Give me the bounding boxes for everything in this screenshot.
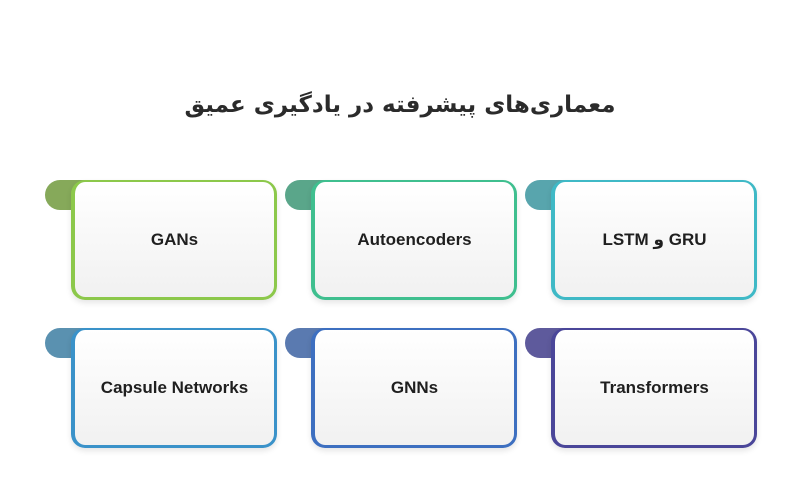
card-label: Autoencoders	[357, 229, 472, 249]
card-label: GANs	[150, 229, 199, 249]
diagram-title: معماری‌های پیشرفته در یادگیری عمیق	[184, 92, 616, 118]
card-box: Autoencoders	[311, 180, 517, 300]
card-box: Transformers	[551, 328, 757, 448]
card-label: Transformers	[600, 377, 709, 397]
card-gans: GANs	[45, 180, 277, 300]
card-capsule-networks: Capsule Networks	[45, 328, 277, 448]
card-lstm-gru: GRU و LSTM	[525, 180, 757, 300]
card-box: GRU و LSTM	[551, 180, 757, 300]
card-transformers: Transformers	[525, 328, 757, 448]
card-label: GRU و LSTM	[602, 229, 707, 249]
card-box: GNNs	[311, 328, 517, 448]
card-label: Capsule Networks	[100, 377, 249, 397]
card-gnns: GNNs	[285, 328, 517, 448]
card-label: GNNs	[390, 377, 439, 397]
card-autoencoders: Autoencoders	[285, 180, 517, 300]
card-box: GANs	[71, 180, 277, 300]
card-box: Capsule Networks	[71, 328, 277, 448]
